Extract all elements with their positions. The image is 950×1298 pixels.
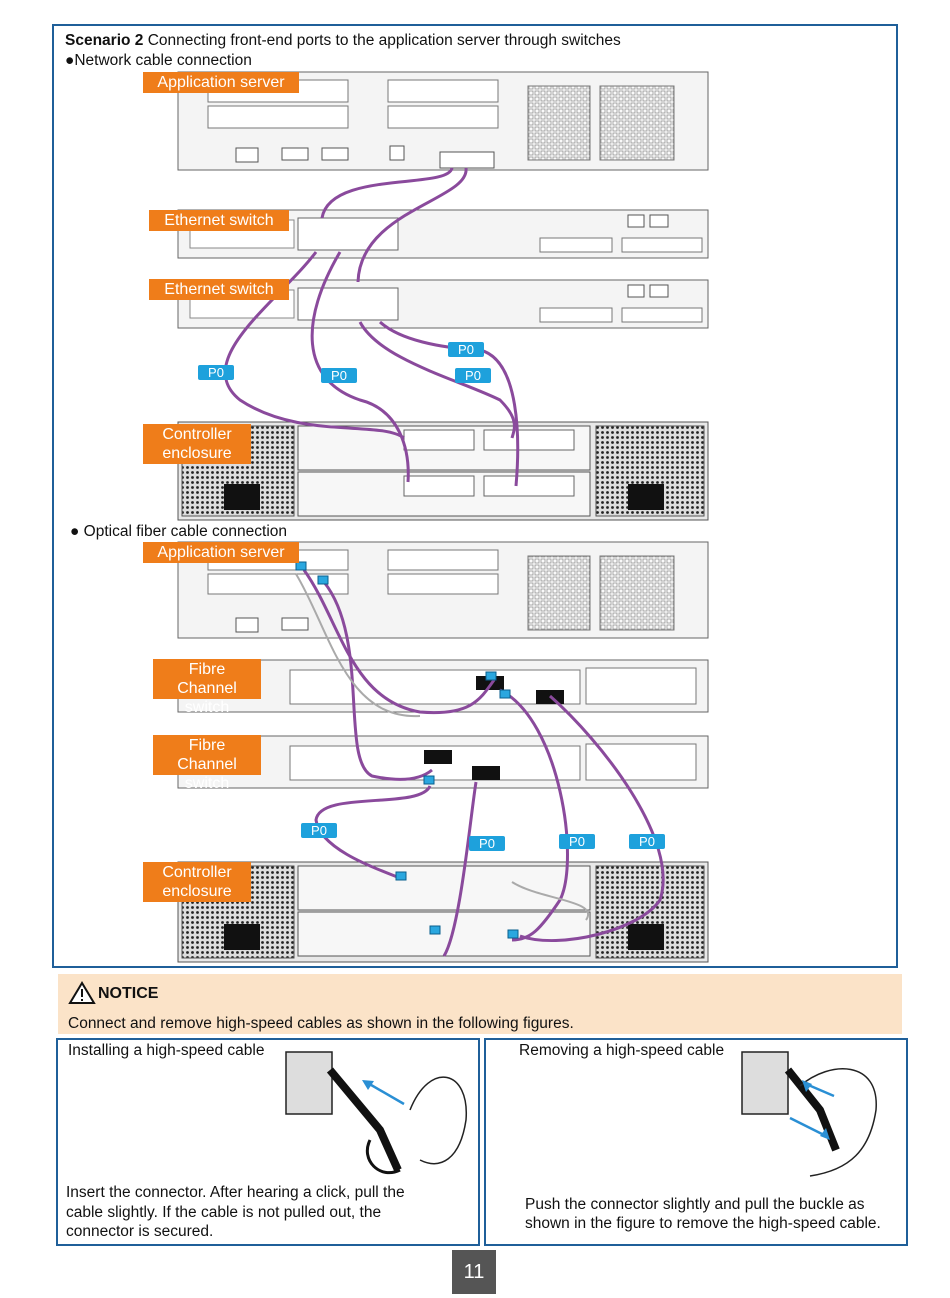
port-label-p0: P0	[629, 834, 665, 849]
install-panel-desc-3: connector is secured.	[66, 1223, 214, 1240]
remove-panel-desc-2: shown in the figure to remove the high-s…	[525, 1215, 881, 1232]
label-ethernet-switch-1: Ethernet switch	[149, 210, 289, 231]
remove-panel-desc-1: Push the connector slightly and pull the…	[525, 1196, 865, 1213]
install-panel-desc-2: cable slightly. If the cable is not pull…	[66, 1204, 382, 1221]
label-app-server-fiber: Application server	[143, 542, 299, 563]
port-label-p0: P0	[559, 834, 595, 849]
remove-illustration	[741, 1051, 877, 1177]
install-panel-desc-1: Insert the connector. After hearing a cl…	[66, 1184, 405, 1201]
label-line: Controller	[162, 864, 232, 881]
install-illustration	[285, 1051, 467, 1175]
controller-enclosure-fiber-drawing	[177, 861, 709, 963]
label-controller-enclosure-net: Controller enclosure	[143, 424, 251, 464]
scenario-description: Connecting front-end ports to the applic…	[143, 32, 621, 49]
app-server-net-drawing	[177, 71, 709, 171]
label-line: Fibre Channel	[177, 661, 237, 697]
label-line: enclosure	[162, 445, 232, 462]
fiber-cables	[302, 569, 665, 957]
scenario-label: Scenario 2	[65, 32, 144, 49]
label-line: switch	[184, 775, 230, 792]
fc-switch-2-drawing	[177, 735, 709, 789]
notice-banner	[58, 974, 902, 1034]
controller-enclosure-net-drawing	[177, 421, 709, 521]
remove-panel-title: Removing a high-speed cable	[519, 1042, 725, 1059]
fc-switch-1-drawing	[177, 659, 709, 713]
label-line: switch	[184, 699, 230, 716]
install-panel	[56, 1038, 480, 1246]
label-ethernet-switch-2: Ethernet switch	[149, 279, 289, 300]
label-line: Fibre Channel	[177, 737, 237, 773]
port-label-p0: P0	[455, 368, 491, 383]
label-app-server-net: Application server	[143, 72, 299, 93]
scenario-figure-frame	[52, 24, 898, 968]
label-fc-switch-2: Fibre Channel switch	[153, 735, 261, 792]
page-number: 11	[452, 1250, 496, 1294]
port-label-p0: P0	[321, 368, 357, 383]
notice-text: Connect and remove high-speed cables as …	[68, 1015, 574, 1032]
label-controller-enclosure-fiber: Controller enclosure	[143, 862, 251, 902]
fiber-section-heading: ● Optical fiber cable connection	[70, 523, 288, 540]
port-label-p0: P0	[301, 823, 337, 838]
port-label-p0: P0	[469, 836, 505, 851]
scenario-heading: Scenario 2 Connecting front-end ports to…	[65, 32, 621, 50]
label-fc-switch-1: Fibre Channel switch	[153, 659, 261, 716]
install-panel-title: Installing a high-speed cable	[68, 1042, 265, 1059]
port-label-p0: P0	[198, 365, 234, 380]
remove-panel	[484, 1038, 908, 1246]
network-section-heading: ●Network cable connection	[65, 52, 252, 69]
label-line: Controller	[162, 426, 232, 443]
notice-title: NOTICE	[98, 985, 159, 1002]
label-line: enclosure	[162, 883, 232, 900]
port-label-p0: P0	[448, 342, 484, 357]
